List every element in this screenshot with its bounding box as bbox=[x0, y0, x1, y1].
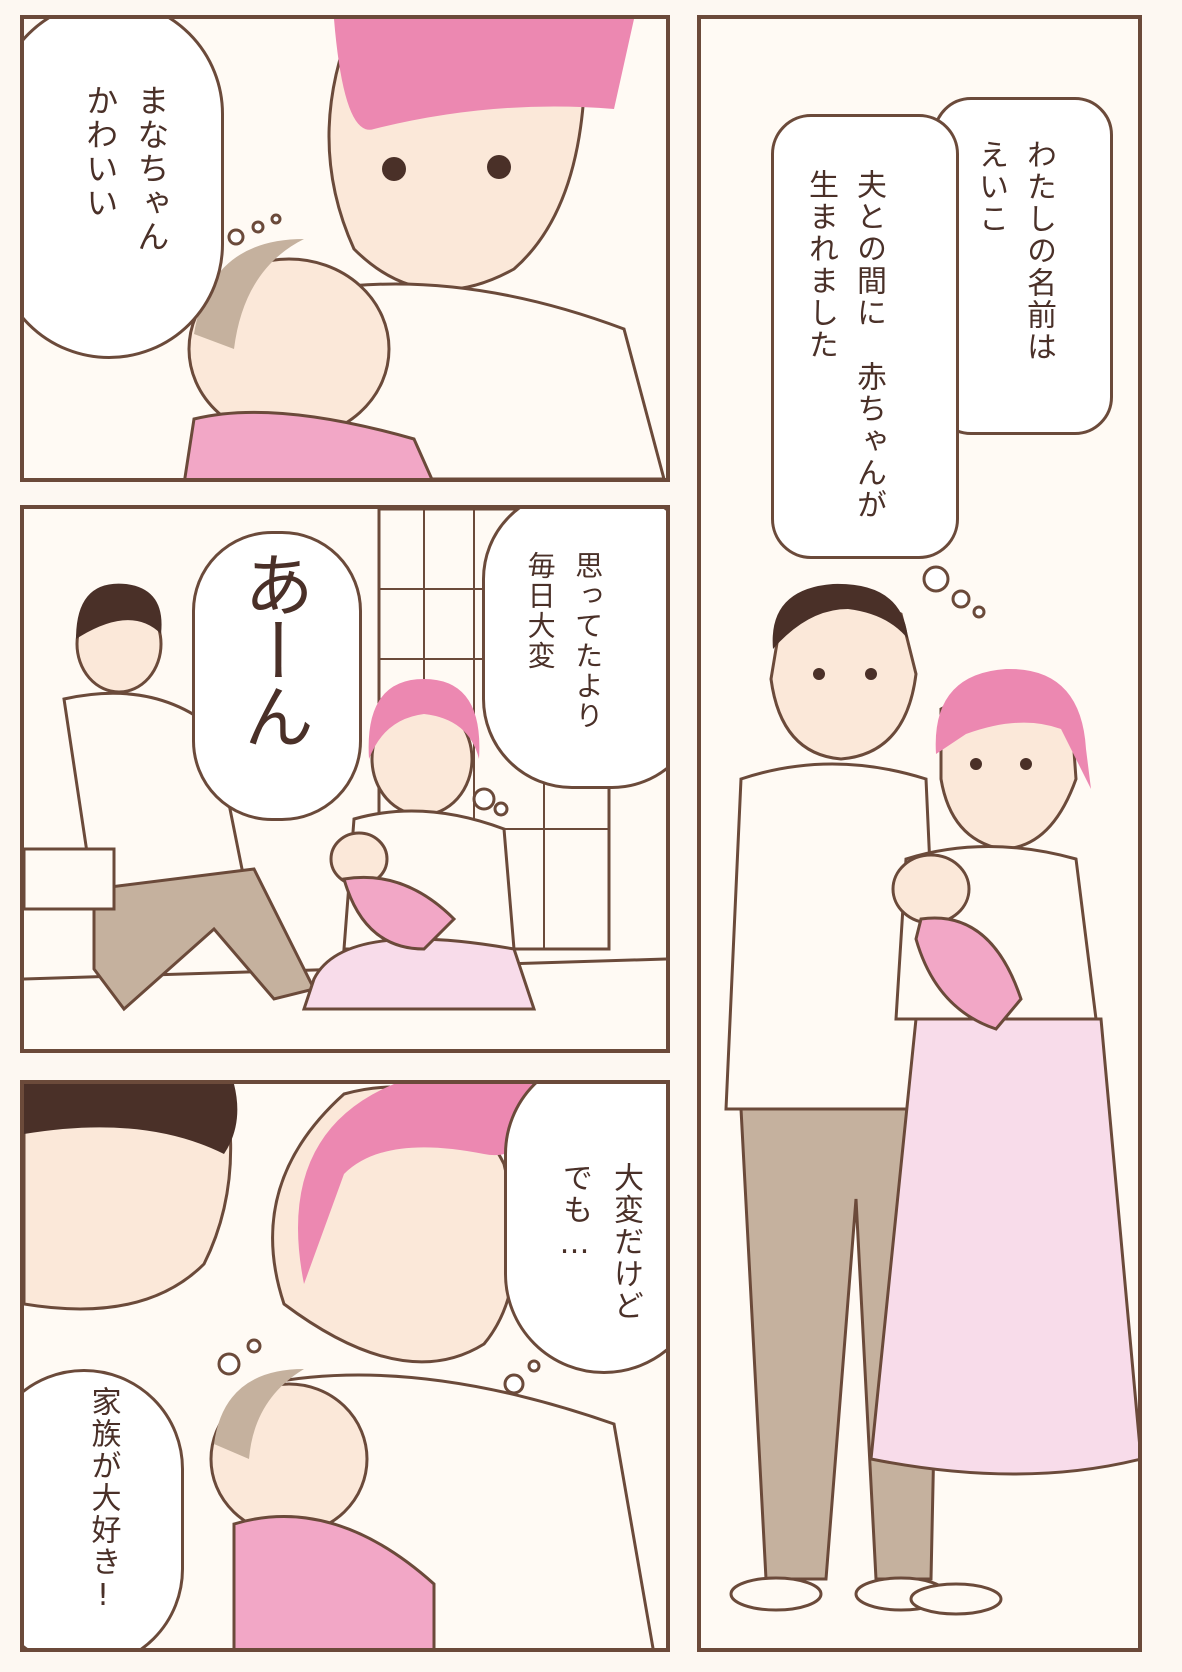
cry-bubble bbox=[192, 531, 362, 821]
busy-caption: 思ってたより 毎日大変 bbox=[523, 551, 605, 731]
birth-caption: 夫との間に 赤ちゃんが 生まれました bbox=[803, 169, 886, 521]
thought-bubble-birth bbox=[771, 114, 959, 559]
cute-caption: まなちゃん かわいい bbox=[81, 84, 171, 254]
panel-crying-baby: あーん 思ってたより 毎日大変 bbox=[20, 505, 670, 1053]
panel-family-love: 大変だけど でも… 家族が大好き! bbox=[20, 1080, 670, 1652]
thought-bubble-love bbox=[24, 1369, 184, 1648]
thought-bubble-name bbox=[933, 97, 1113, 435]
mother-baby-illustration bbox=[183, 19, 666, 478]
thought-bubble-busy bbox=[482, 509, 666, 789]
mother-sitting bbox=[301, 679, 537, 1011]
but-caption: 大変だけど でも… bbox=[557, 1162, 643, 1322]
panel-family-portrait: わたしの名前は えいこ 夫との間に 赤ちゃんが 生まれました bbox=[697, 15, 1142, 1652]
love-caption: 家族が大好き! bbox=[85, 1386, 121, 1615]
name-caption: わたしの名前は えいこ bbox=[973, 139, 1056, 363]
cry-text: あーん bbox=[232, 549, 315, 747]
family-illustration bbox=[724, 565, 1138, 1616]
baby-figure bbox=[891, 853, 1023, 1031]
thought-bubble-cute bbox=[24, 19, 224, 359]
family-love-illustration bbox=[24, 1084, 655, 1648]
thought-bubble-but bbox=[504, 1084, 666, 1374]
panel-mother-baby: まなちゃん かわいい bbox=[20, 15, 670, 482]
